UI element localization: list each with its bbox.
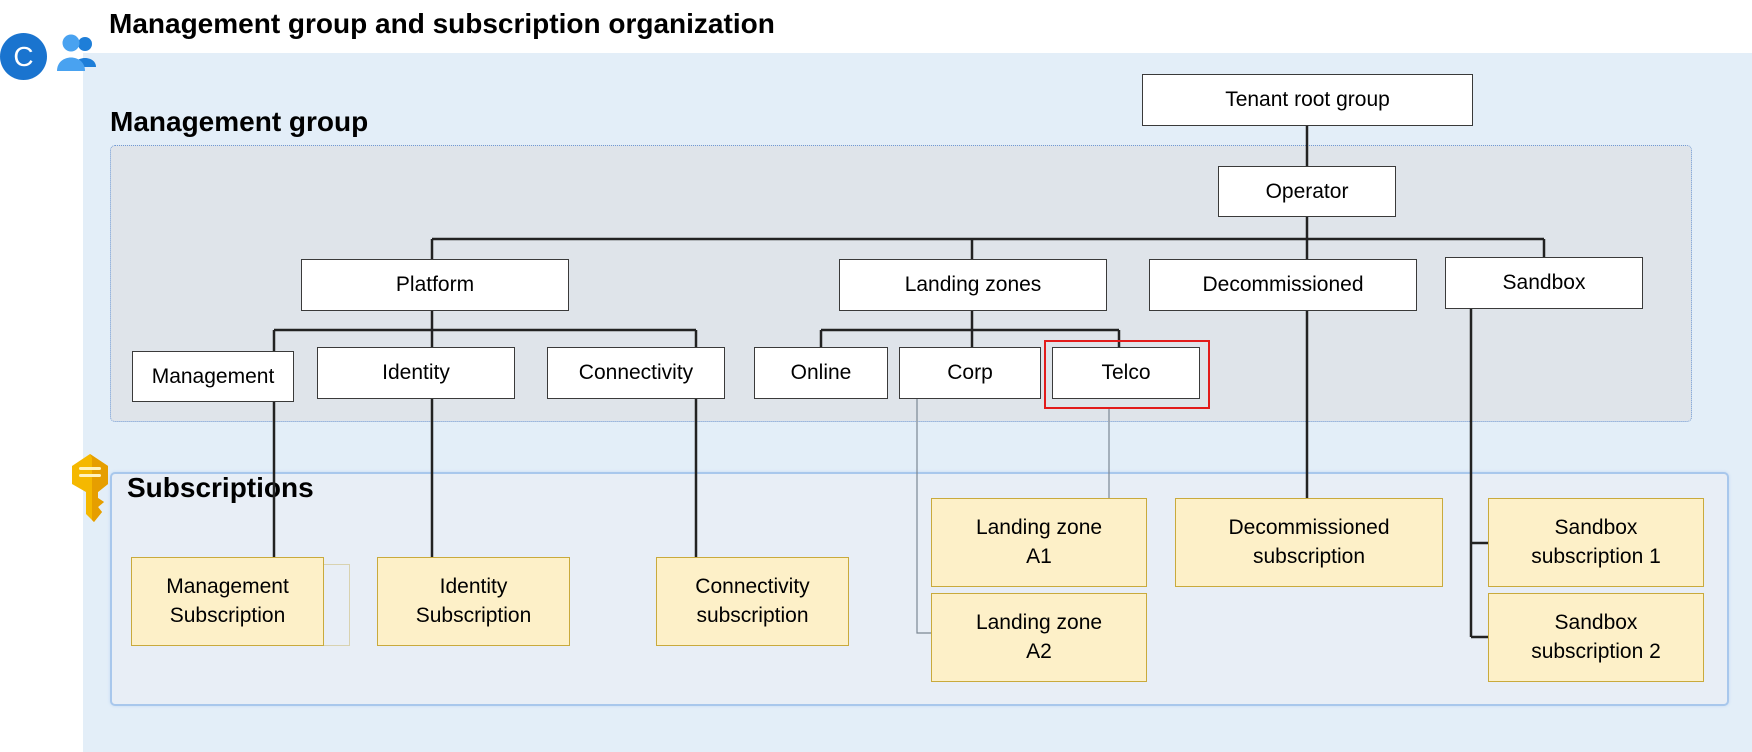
decommissioned-group-box: Decommissioned	[1149, 259, 1417, 311]
corp-group-box: Corp	[899, 347, 1041, 399]
decommissioned-subscription-box: Decommissioned subscription	[1175, 498, 1443, 587]
telco-group-box: Telco	[1052, 347, 1200, 399]
management-group-box: Management	[132, 351, 294, 402]
telco-highlight	[1044, 340, 1210, 409]
tenant-root-group-box: Tenant root group	[1142, 74, 1473, 126]
subscriptions-label: Subscriptions	[127, 472, 314, 503]
platform-group-box: Platform	[301, 259, 569, 311]
management-subscription-box: Management Subscription	[131, 557, 324, 646]
online-group-box: Online	[754, 347, 888, 399]
identity-subscription-box: Identity Subscription	[377, 557, 570, 646]
page-title: Management group and subscription organi…	[109, 8, 775, 39]
sandbox-subscription-2-box: Sandbox subscription 2	[1488, 593, 1704, 682]
landing-zone-a1-box: Landing zone A1	[931, 498, 1147, 587]
sandbox-subscription-1-box: Sandbox subscription 1	[1488, 498, 1704, 587]
identity-group-box: Identity	[317, 347, 515, 399]
letter-c-badge-icon: C	[0, 33, 47, 80]
landing-zones-group-box: Landing zones	[839, 259, 1107, 311]
key-icon	[68, 452, 112, 524]
users-icon	[54, 33, 102, 73]
sandbox-group-box: Sandbox	[1445, 257, 1643, 309]
operator-group-box: Operator	[1218, 166, 1396, 217]
subscriptions-panel	[110, 472, 1729, 706]
management-subscription-shadow	[322, 564, 350, 646]
connectivity-subscription-box: Connectivity subscription	[656, 557, 849, 646]
connectivity-group-box: Connectivity	[547, 347, 725, 399]
management-group-label: Management group	[110, 106, 369, 137]
landing-zone-a2-box: Landing zone A2	[931, 593, 1147, 682]
